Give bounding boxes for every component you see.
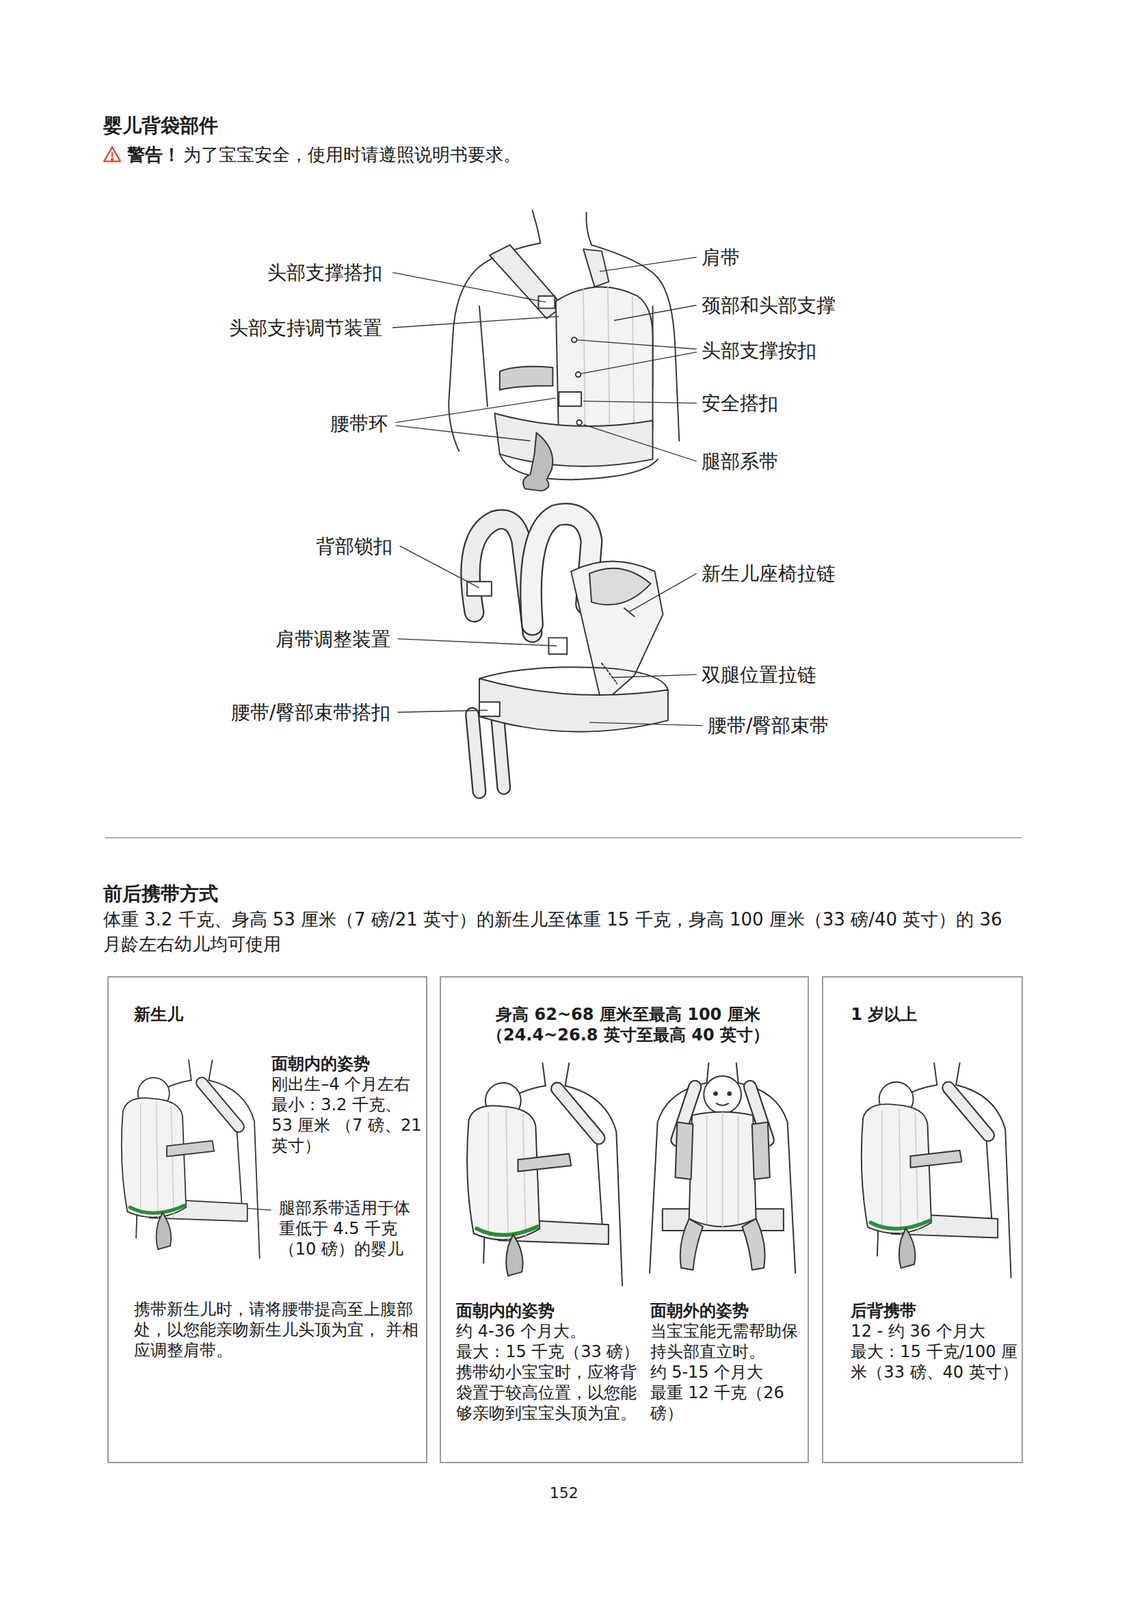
warning-icon xyxy=(103,147,121,162)
box-text: 约 5-15 个月大 xyxy=(650,1361,806,1382)
box-text: 12 - 约 36 个月大 xyxy=(850,1320,1019,1341)
part-label: 双腿位置拉链 xyxy=(701,661,817,688)
box-text: 约 4-36 个月大。 xyxy=(456,1320,645,1341)
part-label: 新生儿座椅拉链 xyxy=(701,560,836,587)
part-label: 腰带/臀部束带搭扣 xyxy=(231,698,391,726)
part-label: 前后携带方式 xyxy=(103,880,219,907)
box-text: 当宝宝能无需帮助保持头部直立时。 xyxy=(650,1320,806,1362)
box-heading: 新生儿 xyxy=(134,1003,288,1025)
part-label: 头部支撑按扣 xyxy=(701,337,817,364)
warning-label: 警告！ xyxy=(127,142,181,167)
box-heading: 后背携带 xyxy=(850,1299,1019,1321)
box-text: 腿部系带适用于体重低于 4.5 千克（10 磅）的婴儿 xyxy=(278,1197,417,1259)
box-text: 最大：15 千克/100 厘米（33 磅、40 英寸） xyxy=(850,1340,1019,1382)
box-text: 携带幼小宝宝时，应将背袋置于较高位置，以您能够亲吻到宝宝头顶为宜。 xyxy=(456,1361,645,1423)
body-text: 体重 3.2 千克、身高 53 厘米（7 磅/21 英寸）的新生儿至体重 15 … xyxy=(103,906,1013,956)
divider-rule xyxy=(105,836,1023,838)
box-text: 携带新生儿时，请将腰带提高至上腹部处，以您能亲吻新生儿头顶为宜， 并相应调整肩带… xyxy=(134,1298,420,1361)
part-label: 头部支撑搭扣 xyxy=(267,259,383,286)
part-label: 背部锁扣 xyxy=(315,532,393,560)
carrier-parts-figure xyxy=(467,514,669,792)
info-box: 新生儿面朝内的姿势刚出生–4 个月左右最小：3.2 千克、 53 厘米 （7 磅… xyxy=(107,975,428,1462)
part-label: 肩带 xyxy=(701,244,740,271)
carrier-worn-figure xyxy=(448,209,680,491)
part-label: 为了宝宝安全，使用时请遵照说明书要求。 xyxy=(183,142,522,167)
part-label: 头部支持调节装置 xyxy=(229,314,383,342)
box-heading: 面朝外的姿势 xyxy=(650,1299,806,1321)
part-label: 腰带环 xyxy=(330,410,388,437)
box-text: 最重 12 千克（26 磅） xyxy=(650,1381,806,1423)
page-title: 婴儿背袋部件 xyxy=(103,114,219,138)
box-text: 刚出生–4 个月左右 xyxy=(271,1073,423,1095)
box-text: 最大：15 千克（33 磅） xyxy=(456,1340,645,1362)
info-box: 身高 62~68 厘米至最高 100 厘米 （24.4~26.8 英寸至最高 4… xyxy=(439,975,809,1462)
part-label: 腰带/臀部束带 xyxy=(707,711,829,739)
carry-position-figures xyxy=(121,1059,1012,1286)
part-label: 安全搭扣 xyxy=(701,389,779,417)
box-heading: 面朝内的姿势 xyxy=(456,1299,645,1321)
part-label: 颈部和头部支撑 xyxy=(701,291,836,319)
box-text: 最小：3.2 千克、 53 厘米 （7 磅、21 英寸） xyxy=(271,1094,423,1156)
page-number: 152 xyxy=(549,1482,579,1503)
part-label: 腿部系带 xyxy=(701,447,779,475)
info-box: 1 岁以上后背携带12 - 约 36 个月大最大：15 千克/100 厘米（33… xyxy=(821,975,1023,1462)
box-heading: 1 岁以上 xyxy=(850,1003,1015,1025)
box-heading: 面朝内的姿势 xyxy=(271,1053,423,1074)
leader-lines xyxy=(161,257,703,1210)
box-heading: 身高 62~68 厘米至最高 100 厘米 （24.4~26.8 英寸至最高 4… xyxy=(454,1003,803,1045)
part-label: 肩带调整装置 xyxy=(275,625,391,653)
